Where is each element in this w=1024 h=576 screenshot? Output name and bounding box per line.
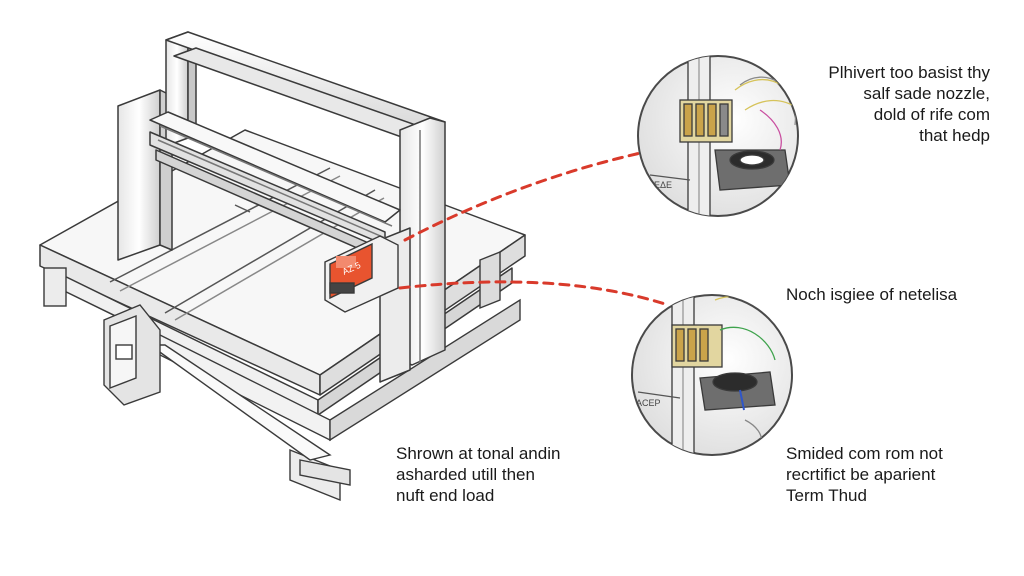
leader-line-top	[403, 150, 647, 242]
callout-top: Plhivert too basist thy salf sade nozzle…	[780, 62, 990, 146]
callout-middle: Noch isgiee of netelisa	[786, 284, 957, 305]
inset-bottom: ACEP	[631, 294, 793, 456]
callout-top-line-1: Plhivert too basist thy	[828, 63, 990, 82]
callout-bottom-left-line-1: Shrown at tonal andin	[396, 444, 561, 463]
callout-bottom-right-line-2: recrtifict be aparient	[786, 465, 936, 484]
base-beam	[147, 298, 521, 486]
callout-bottom-left-line-2: asharded utill then	[396, 465, 535, 484]
callout-top-line-4: that hedp	[919, 126, 990, 145]
callout-top-line-3: dold of rife com	[873, 105, 990, 124]
inset-top-marking: AEΔE	[648, 180, 672, 190]
callout-bottom-right: Smided com rom not recrtifict be aparien…	[786, 443, 943, 506]
leader-line-bottom	[398, 280, 670, 307]
callout-bottom-right-line-3: Term Thud	[786, 486, 867, 505]
callout-bottom-right-line-1: Smided com rom not	[786, 444, 943, 463]
callout-bottom-left: Shrown at tonal andin asharded utill the…	[396, 443, 560, 506]
callout-bottom-left-line-3: nuft end load	[396, 486, 495, 505]
callout-top-line-2: salf sade nozzle,	[863, 84, 990, 103]
gantry-frame	[117, 31, 446, 383]
inset-bottom-marking: ACEP	[636, 398, 661, 408]
callout-middle-line-1: Noch isgiee of netelisa	[786, 285, 958, 304]
inset-top: AEΔE	[637, 55, 799, 217]
control-box	[103, 304, 161, 406]
tool-carriage: AZ 5	[324, 235, 399, 313]
